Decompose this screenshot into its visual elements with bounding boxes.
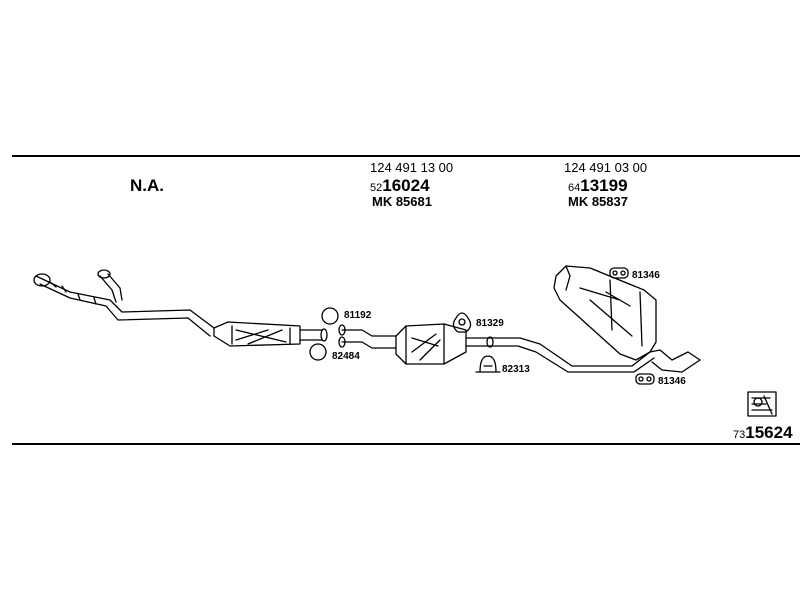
ring-82484 bbox=[309, 343, 327, 361]
footer-part-number: 7315624 bbox=[733, 424, 793, 442]
label-81329: 81329 bbox=[476, 318, 504, 329]
footer-part-number-prefix: 73 bbox=[733, 429, 746, 441]
part-number-1-main: 16024 bbox=[382, 176, 430, 195]
clamp-82313 bbox=[475, 355, 501, 373]
footer-part-number-main: 15624 bbox=[745, 423, 793, 442]
catalytic-converter bbox=[213, 321, 328, 347]
na-label: N.A. bbox=[130, 176, 164, 195]
top-rule bbox=[12, 155, 800, 157]
middle-silencer bbox=[338, 323, 487, 365]
hanger-81329 bbox=[452, 312, 472, 333]
label-81346-bottom: 81346 bbox=[658, 376, 686, 387]
part-number-2: 6413199 bbox=[568, 177, 628, 195]
oem-number-2: 124 491 03 00 bbox=[564, 160, 648, 175]
label-81192: 81192 bbox=[344, 310, 372, 321]
part-number-1-prefix: 52 bbox=[370, 182, 383, 194]
label-81346-top: 81346 bbox=[632, 270, 660, 281]
label-82313: 82313 bbox=[502, 364, 530, 375]
bottom-rule bbox=[12, 443, 800, 445]
hanger-81346-top bbox=[609, 267, 629, 279]
manufacturer-icon bbox=[747, 391, 777, 417]
part-number-1: 5216024 bbox=[370, 177, 430, 195]
label-82484: 82484 bbox=[332, 351, 360, 362]
oem-number-1: 124 491 13 00 bbox=[370, 160, 454, 175]
mk-number-2: MK 85837 bbox=[568, 194, 628, 209]
rear-pipe bbox=[485, 336, 655, 373]
mk-number-1: MK 85681 bbox=[372, 194, 432, 209]
hanger-81346-bottom bbox=[635, 373, 655, 385]
rear-silencer bbox=[553, 265, 701, 373]
part-number-2-main: 13199 bbox=[580, 176, 628, 195]
ring-81192 bbox=[321, 307, 339, 325]
part-number-2-prefix: 64 bbox=[568, 182, 581, 194]
front-pipe bbox=[33, 269, 215, 337]
